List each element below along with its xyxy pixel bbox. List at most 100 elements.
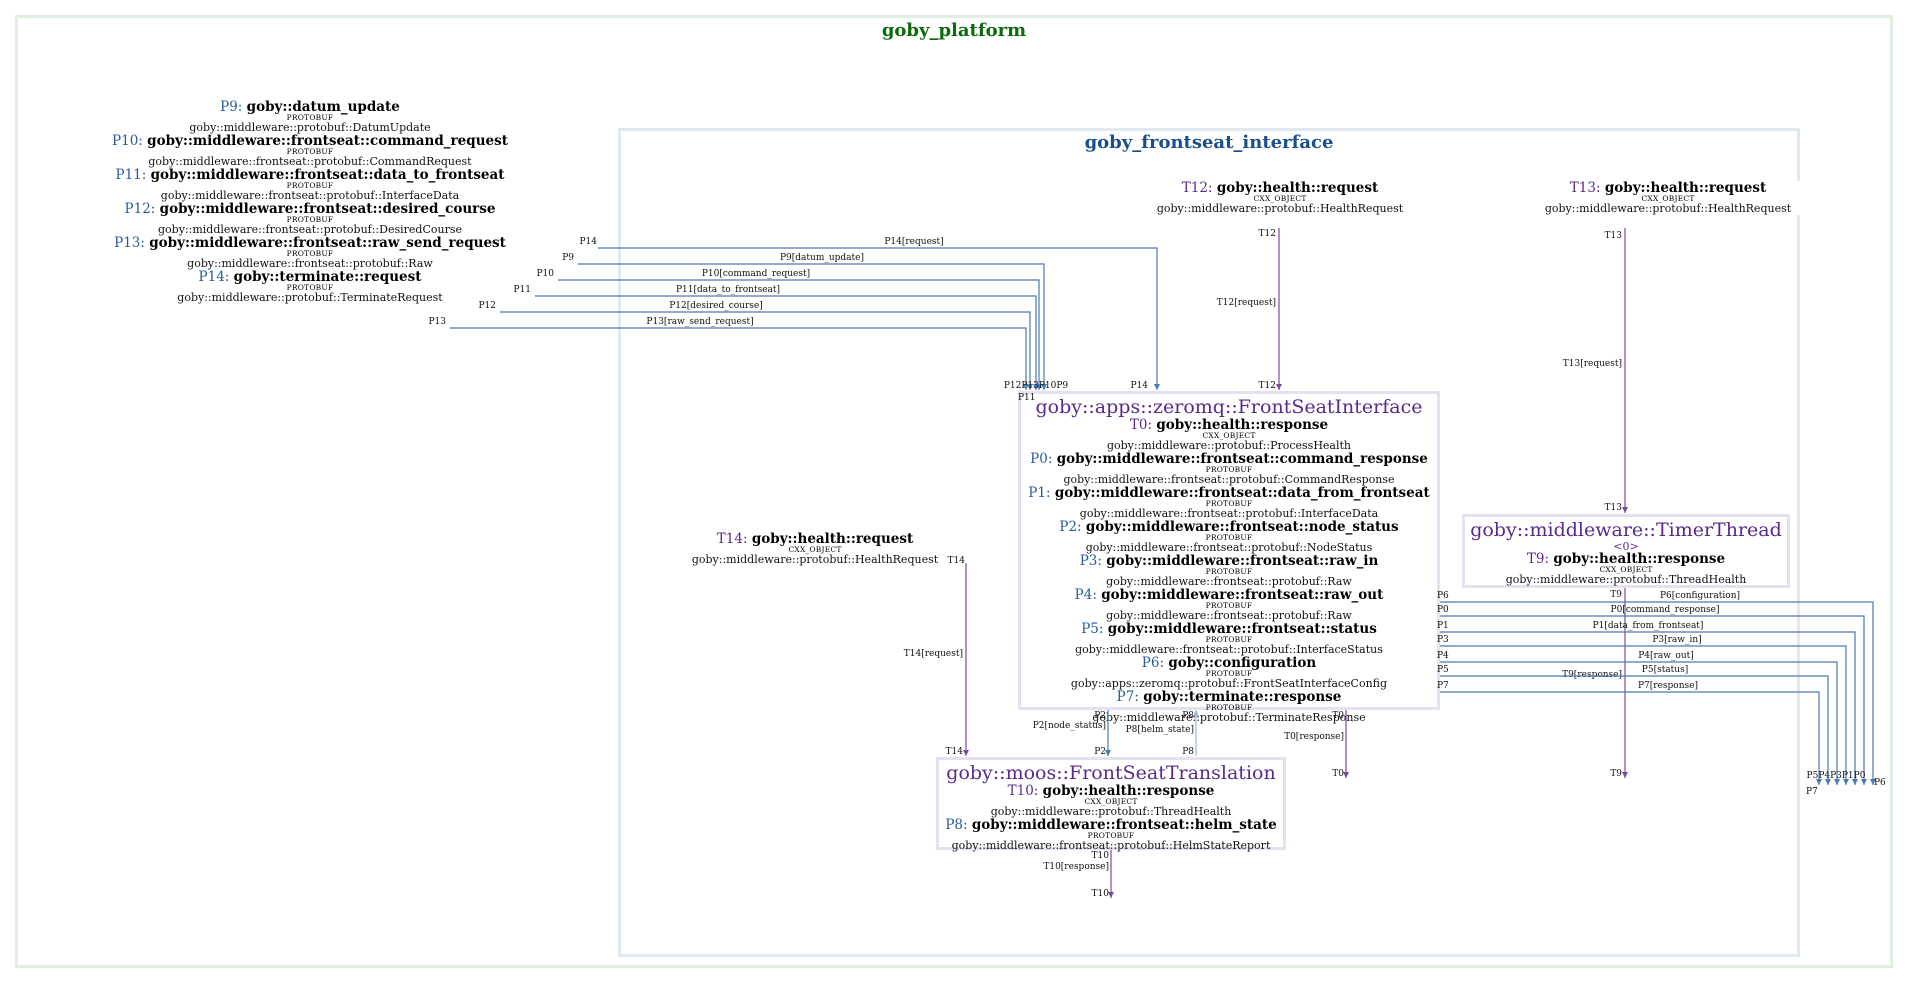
edge-label: P13[raw_send_request] [646,317,753,327]
message-item: P2: goby::middleware::frontseat::node_st… [1021,520,1437,554]
edge-p1[interactable] [1440,631,1856,785]
message-type: goby::middleware::frontseat::protobuf::R… [187,257,433,270]
edge-p11[interactable] [535,295,1037,390]
message-type: goby::middleware::protobuf::HealthReques… [691,553,939,566]
timer-thread-node[interactable]: goby::middleware::TimerThread <0> T9: go… [1462,514,1790,588]
arrowhead-icon [1041,384,1047,390]
edge-p7[interactable] [1440,691,1820,785]
message-group: goby::health::response [1156,417,1329,433]
arrowhead-icon [1343,772,1349,778]
edge-label: P6[configuration] [1660,591,1740,601]
message-type: goby::middleware::frontseat::protobuf::R… [1106,575,1352,588]
edge-p3[interactable] [1440,645,1847,785]
edge-p0[interactable] [1440,615,1865,785]
message-scheme: PROTOBUF [286,181,334,190]
edge-tail-label: P6 [1437,591,1449,601]
arrowhead-icon [1276,384,1282,390]
message-id: P5: [1081,621,1104,637]
frontseat-interface-node[interactable]: goby::apps::zeromq::FrontSeatInterface T… [1018,391,1440,724]
message-name: P11: goby::middleware::frontseat::data_t… [110,168,510,182]
message-item: P10: goby::middleware::frontseat::comman… [110,134,510,168]
edge-p6[interactable] [1440,601,1874,785]
message-type: goby::middleware::frontseat::protobuf::H… [951,839,1271,852]
edge-p14[interactable] [598,247,1158,390]
arrowhead-icon [1843,779,1849,785]
edge-tail-label: P11 [513,285,531,295]
message-name: T9: goby::health::response [1465,552,1787,566]
message-id: P10: [112,133,143,149]
message-scheme: CXX_OBJECT [788,545,842,554]
message-name: P1: goby::middleware::frontseat::data_fr… [1021,486,1437,500]
edge-p5[interactable] [1440,675,1829,785]
message-scheme: CXX_OBJECT [1641,194,1695,203]
message-id: T14: [716,531,748,547]
frontseat-translation-node[interactable]: goby::moos::FrontSeatTranslation T10: go… [936,757,1286,852]
edge-head-label: P2 [1094,747,1106,757]
arrowhead-icon [1852,779,1858,785]
arrowhead-icon [1154,384,1160,390]
edge-label: P5[status] [1642,665,1688,675]
edge-head-label: T13 [1605,503,1623,513]
message-type: goby::middleware::frontseat::protobuf::R… [1106,609,1352,622]
edge-p4[interactable] [1440,661,1838,785]
message-group: goby::middleware::frontseat::command_req… [147,133,508,149]
arrowhead-icon [1861,779,1867,785]
edge-head-label: P8 [1182,711,1194,721]
message-group: goby::middleware::frontseat::helm_state [971,817,1277,833]
edge-tail-label: T9 [1610,590,1622,600]
edge-tail-label: T10 [1092,851,1110,861]
message-scheme: CXX_OBJECT [1253,194,1307,203]
edge-tail-label: P8 [1182,747,1194,757]
cluster-title: goby_platform [881,20,1027,41]
message-name: P4: goby::middleware::frontseat::raw_out [1021,588,1437,602]
message-scheme: PROTOBUF [1205,669,1253,678]
message-name: P3: goby::middleware::frontseat::raw_in [1021,554,1437,568]
edge-p9[interactable] [578,263,1045,390]
message-group: goby::health::request [1604,180,1767,196]
edge-label: P9[datum_update] [780,253,864,263]
edge-head-label: T9 [1610,769,1622,779]
message-scheme: PROTOBUF [1205,567,1253,576]
edge-tail-label: T0 [1332,711,1344,721]
message-name: T14: goby::health::request [680,532,950,546]
message-name: T0: goby::health::response [1021,418,1437,432]
message-id: P4: [1074,587,1097,603]
edge-head-label: P14 [1130,381,1148,391]
edge-p13[interactable] [450,327,1027,390]
message-item: P11: goby::middleware::frontseat::data_t… [110,168,510,202]
edge-head-label: P11 [1018,393,1036,403]
message-group: goby::middleware::frontseat::raw_send_re… [149,235,506,251]
message-type: goby::middleware::protobuf::TerminateReq… [177,291,443,304]
message-name: P0: goby::middleware::frontseat::command… [1021,452,1437,466]
edge-p12[interactable] [500,311,1031,390]
message-group: goby::middleware::frontseat::raw_in [1106,553,1379,569]
message-scheme: PROTOBUF [1087,831,1135,840]
message-item: P1: goby::middleware::frontseat::data_fr… [1021,486,1437,520]
message-id: P12: [124,201,156,217]
message-id: T13: [1569,180,1601,196]
message-group: goby::middleware::frontseat::desired_cou… [159,201,496,217]
message-item: P8: goby::middleware::frontseat::helm_st… [939,818,1283,852]
message-scheme: PROTOBUF [286,147,334,156]
arrowhead-icon [1033,384,1039,390]
message-name: P7: goby::terminate::response [1021,690,1437,704]
message-group: goby::middleware::frontseat::status [1107,621,1377,637]
edge-tail-label: T12 [1259,229,1276,239]
edge-tail-label: P14 [579,237,597,247]
arrowhead-icon [1193,710,1199,716]
edge-label: T13[request] [1563,359,1622,369]
edge-tail-label: P7 [1437,681,1449,691]
edge-label: P1[data_from_frontseat] [1593,621,1704,631]
arrowhead-icon [1834,779,1840,785]
edge-tail-label: P3 [1437,635,1449,645]
message-group: goby::configuration [1168,655,1317,671]
edge-p10[interactable] [558,279,1040,390]
edge-head-label: P7 [1806,787,1818,797]
arrowhead-icon [1825,779,1831,785]
message-scheme: PROTOBUF [1205,465,1253,474]
